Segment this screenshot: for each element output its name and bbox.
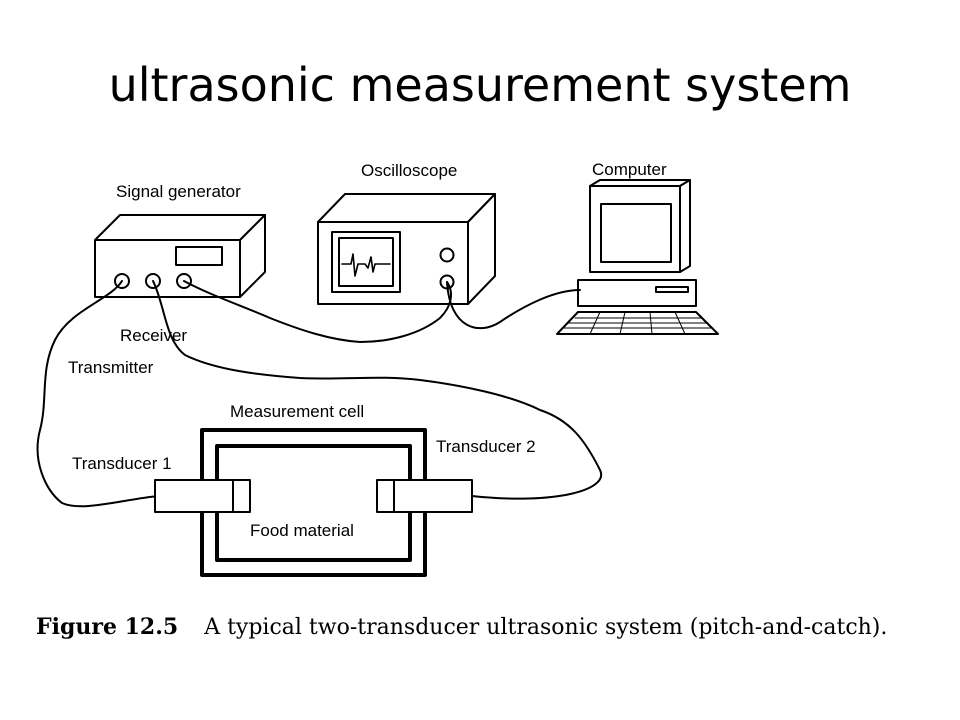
- computer-cable: [446, 281, 581, 330]
- label-transducer-2: Transducer 2: [436, 437, 536, 456]
- oscilloscope-device: [317, 193, 496, 305]
- label-computer: Computer: [592, 160, 667, 179]
- label-receiver: Receiver: [120, 326, 187, 345]
- figure-caption: Figure 12.5 A typical two-transducer ultr…: [36, 614, 956, 640]
- oscilloscope-cable: [183, 280, 453, 343]
- label-signal-generator: Signal generator: [116, 182, 241, 201]
- computer-screen: [600, 203, 672, 263]
- figure-number: Figure 12.5: [36, 614, 179, 640]
- label-oscilloscope: Oscilloscope: [361, 161, 457, 180]
- transducer-2: [376, 479, 473, 513]
- transducer-1: [154, 479, 251, 513]
- oscilloscope-knob-1: [439, 247, 455, 263]
- transmitter-cable: [36, 280, 159, 508]
- label-measurement-cell: Measurement cell: [230, 402, 364, 421]
- label-transducer-1: Transducer 1: [72, 454, 172, 473]
- oscilloscope-waveform: [341, 253, 391, 277]
- figure-caption-text: A typical two-transducer ultrasonic syst…: [204, 615, 888, 640]
- signal-generator-device: [94, 214, 266, 298]
- receiver-cable: [152, 280, 603, 500]
- label-transmitter: Transmitter: [68, 358, 154, 377]
- label-food-material: Food material: [250, 521, 354, 540]
- computer-device: [556, 179, 719, 335]
- slide-title: ultrasonic measurement system: [108, 58, 852, 112]
